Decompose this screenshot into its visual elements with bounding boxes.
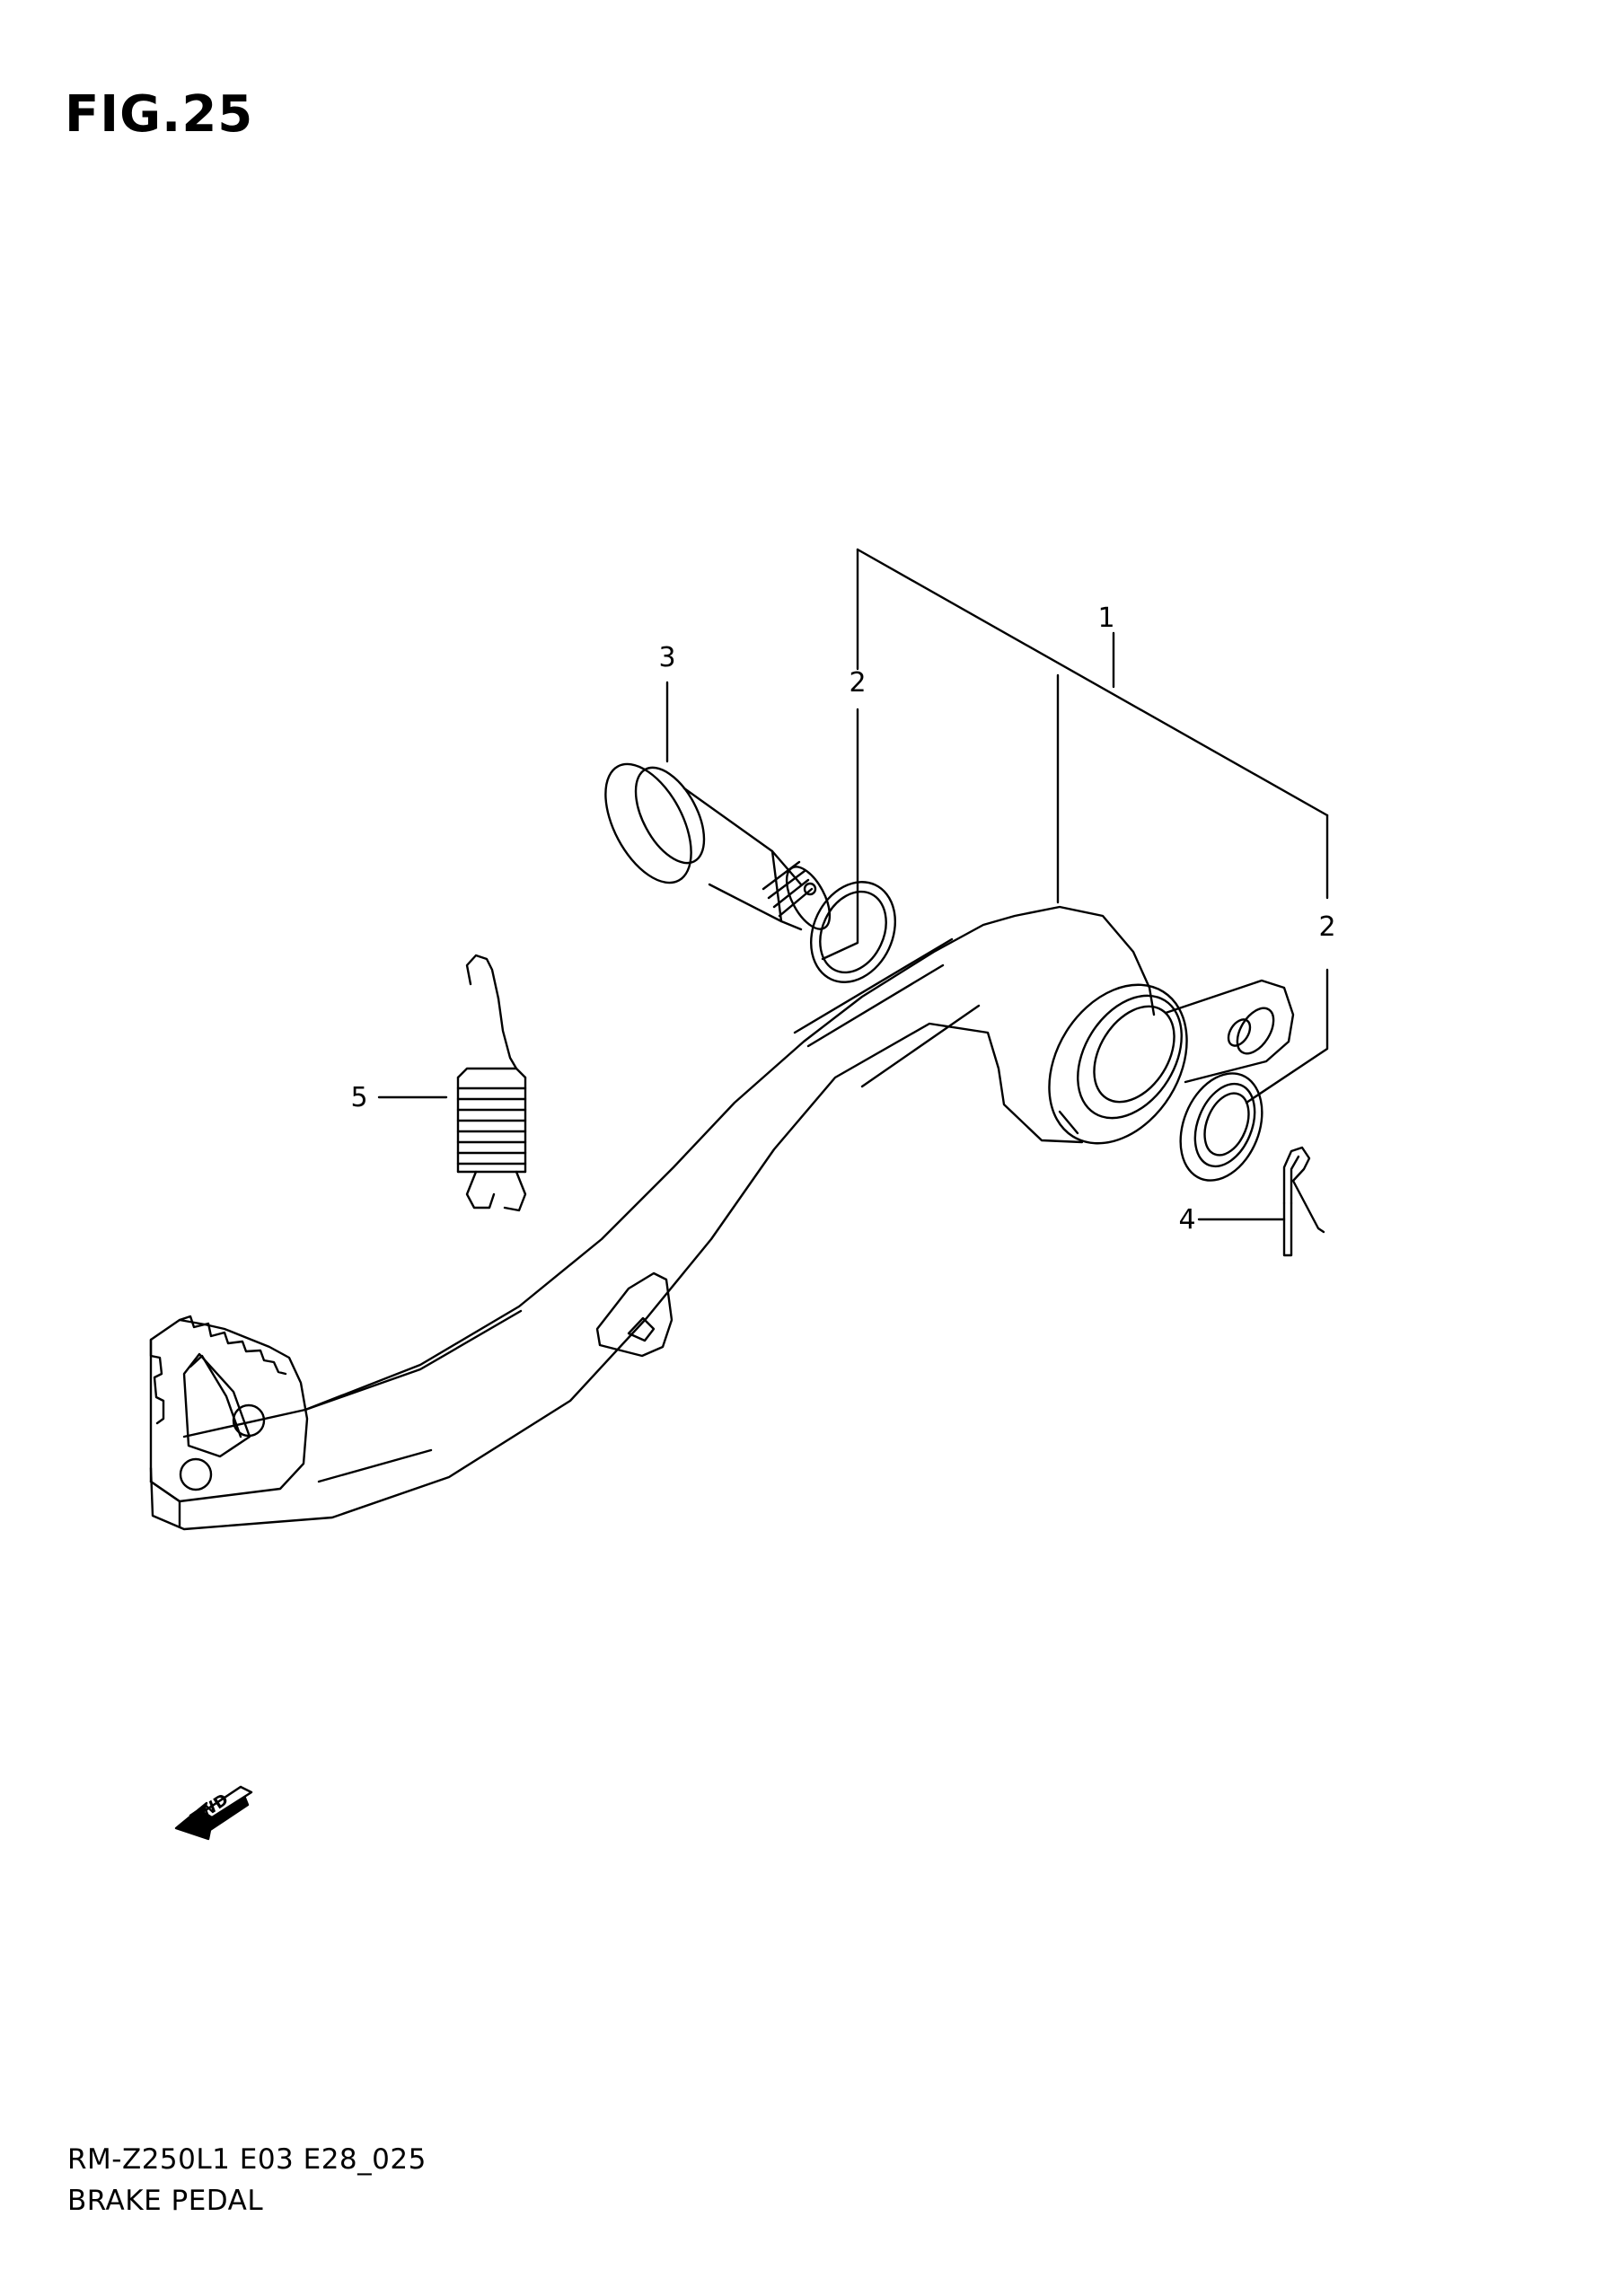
callout-label-5: 5 xyxy=(350,1082,367,1113)
leader-lines xyxy=(377,548,1329,1221)
callout-label-3: 3 xyxy=(658,642,675,673)
pivot-bolt xyxy=(604,762,832,931)
model-code: RM-Z250L1 E03 E28_025 xyxy=(67,2143,427,2176)
callout-label-2-lower: 2 xyxy=(1318,911,1335,943)
o-ring-upper xyxy=(809,881,897,983)
o-ring-lower xyxy=(1179,1072,1263,1182)
brake-pedal xyxy=(149,905,1295,1531)
forward-arrow-icon xyxy=(174,1785,253,1841)
return-spring xyxy=(456,954,527,1212)
figure-name: BRAKE PEDAL xyxy=(67,2185,264,2217)
figure-title: FIG.25 xyxy=(65,85,254,144)
callout-label-4: 4 xyxy=(1178,1204,1195,1236)
callout-label-2-upper: 2 xyxy=(849,667,866,699)
cotter-pin xyxy=(1282,1146,1325,1257)
callout-label-1: 1 xyxy=(1097,603,1114,634)
